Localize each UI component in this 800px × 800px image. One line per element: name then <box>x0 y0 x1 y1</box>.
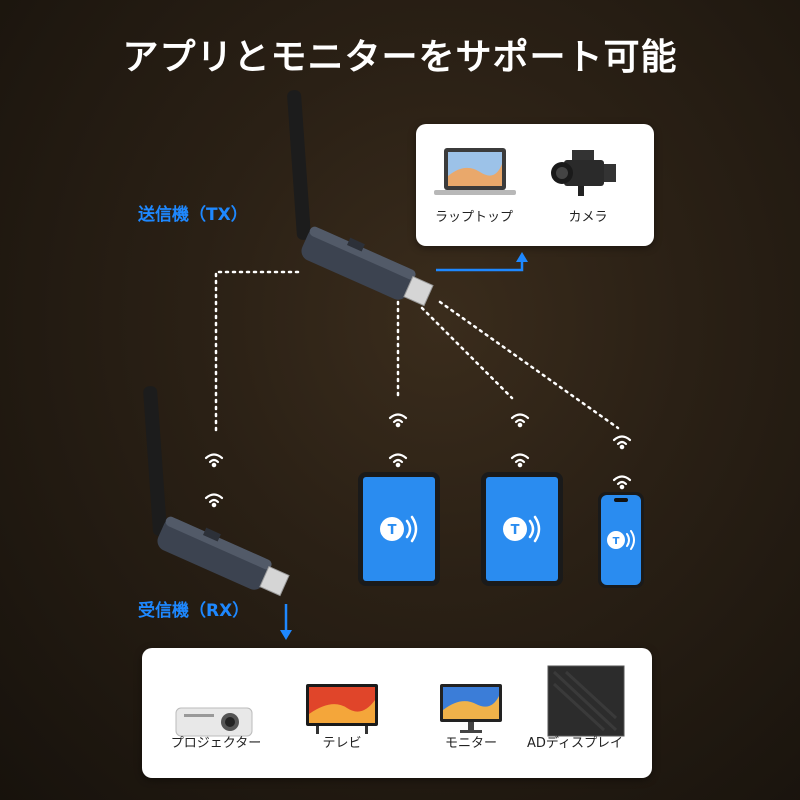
app-badge: T <box>388 523 397 538</box>
monitor-icon <box>440 684 502 733</box>
wifi-icon <box>510 453 530 468</box>
wifi-icon <box>612 475 632 490</box>
tx-client-link <box>420 306 514 400</box>
laptop-icon <box>434 148 516 195</box>
tablet-icon: T <box>481 472 563 586</box>
camera-icon <box>551 150 616 196</box>
wifi-icon <box>204 493 224 508</box>
source-devices-card: ラップトップ カメラ <box>416 124 654 246</box>
transmitter-label: 送信機（TX） <box>138 205 248 225</box>
rx-arrow <box>280 604 292 640</box>
tx-arrow <box>436 252 528 272</box>
tx-client-link <box>438 300 620 430</box>
display-device-label: ADディスプレイ <box>527 736 623 751</box>
receiver-dongle <box>143 386 290 597</box>
phone-icon: T <box>598 492 644 588</box>
app-badge: T <box>511 523 520 538</box>
tx-rx-link <box>214 270 300 432</box>
display-device-label: プロジェクター <box>170 736 262 751</box>
page-title: アプリとモニターをサポート可能 <box>122 37 678 78</box>
receiver-label: 受信機（RX） <box>138 601 250 621</box>
transmitter-dongle <box>287 90 434 307</box>
wifi-icon <box>510 413 530 428</box>
source-device-label: カメラ <box>568 210 608 225</box>
wifi-icon <box>388 453 408 468</box>
source-device-label: ラップトップ <box>434 210 513 225</box>
app-badge: T <box>613 536 620 547</box>
display-device-label: モニター <box>444 736 497 751</box>
display-devices-card: プロジェクター テレビ モニター ADディスプレイ <box>142 648 652 778</box>
wifi-icon <box>612 435 632 450</box>
projector-icon <box>175 707 253 737</box>
wifi-icon <box>204 453 224 468</box>
display-device-label: テレビ <box>322 736 362 751</box>
tablet-icon: T <box>358 472 440 586</box>
tv-icon <box>306 684 378 734</box>
wifi-icon <box>388 413 408 428</box>
ad-display-icon <box>547 665 625 737</box>
